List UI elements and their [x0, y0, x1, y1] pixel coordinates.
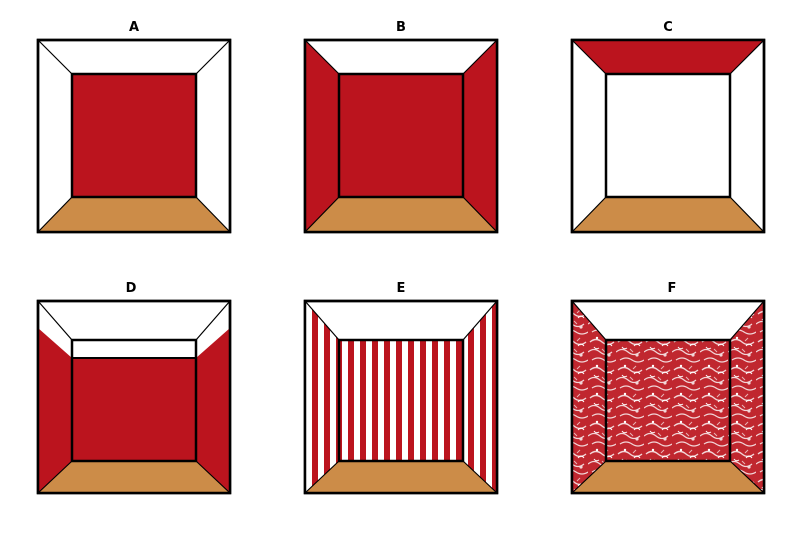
perspective-lines: [37, 39, 231, 233]
back-wall: [72, 358, 196, 461]
back-wall: [72, 74, 196, 197]
left-wall: [305, 301, 339, 493]
right-wall: [463, 40, 497, 232]
room-frame-outline: [303, 38, 499, 234]
left-wall: [572, 301, 606, 493]
back-wall-outline: [70, 72, 198, 199]
back-wall-outline: [337, 338, 465, 463]
room-label: C: [663, 20, 673, 35]
right-wall: [196, 328, 230, 493]
room-frame-outline: [36, 38, 232, 234]
room-d: D: [36, 281, 232, 495]
floor: [572, 197, 764, 232]
back-wall-outline: [337, 72, 465, 199]
left-wall: [38, 328, 72, 493]
floor: [572, 461, 764, 493]
floor: [305, 461, 497, 493]
right-wall: [463, 301, 497, 493]
room-b: B: [303, 20, 499, 234]
floor: [38, 197, 230, 232]
back-wall-outline: [604, 72, 732, 199]
left-wall: [305, 40, 339, 232]
perspective-lines: [571, 39, 765, 233]
back-wall: [606, 340, 730, 461]
right-wall: [730, 301, 764, 493]
room-frame-outline: [36, 299, 232, 495]
room-label: E: [397, 281, 406, 296]
perspective-lines: [37, 300, 231, 494]
room-e: E: [303, 281, 499, 495]
room-frame-outline: [303, 299, 499, 495]
back-wall: [339, 74, 463, 197]
floor: [38, 461, 230, 493]
room-f: F: [570, 281, 766, 495]
ceiling: [572, 40, 764, 74]
room-frame-outline: [570, 38, 766, 234]
room-c: C: [570, 20, 766, 234]
back-wall: [339, 340, 463, 461]
room-label: D: [126, 281, 137, 296]
floor: [305, 197, 497, 232]
back-wall: [606, 74, 730, 197]
room-label: B: [396, 20, 406, 35]
back-wall-outline: [70, 338, 198, 463]
room-frame-outline: [570, 299, 766, 495]
perspective-lines: [304, 300, 498, 494]
room-a: A: [36, 20, 232, 234]
perspective-lines: [304, 39, 498, 233]
frieze-band: [72, 340, 196, 358]
room-label: F: [668, 281, 677, 296]
perspective-lines: [571, 300, 765, 494]
room-label: A: [129, 20, 139, 35]
back-wall-outline: [604, 338, 732, 463]
